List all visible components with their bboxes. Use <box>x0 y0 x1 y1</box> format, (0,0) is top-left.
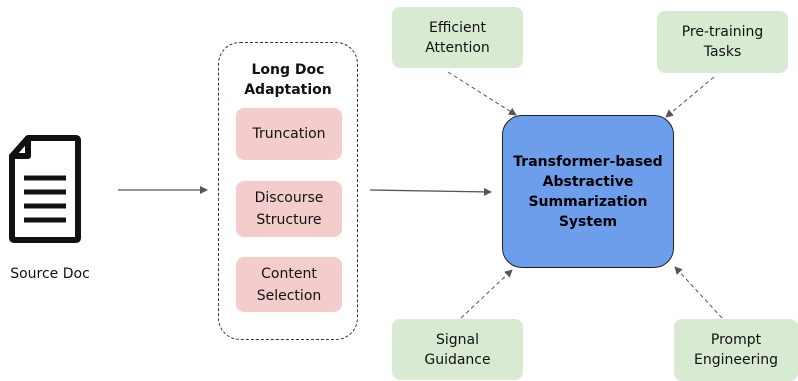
long-doc-adaptation-title: Long Doc Adaptation <box>244 62 332 98</box>
truncation-label: Truncation <box>252 126 326 142</box>
prompt-engineering-box: Prompt Engineering <box>674 319 798 381</box>
source-doc-label: Source Doc <box>10 266 90 282</box>
arrow-pretraining-tasks <box>665 76 715 118</box>
central-system-box: Transformer-based Abstractive Summarizat… <box>502 115 674 268</box>
pretraining-tasks-label: Pre-training Tasks <box>681 24 764 60</box>
central-system-label: Transformer-based Abstractive Summarizat… <box>513 153 663 230</box>
long-doc-adaptation-group <box>218 42 358 340</box>
discourse-structure-box: Discourse Structure <box>236 181 342 237</box>
arrow-efficient-attention <box>447 71 517 116</box>
efficient-attention-box: Efficient Attention <box>392 7 523 68</box>
discourse-structure-label: Discourse Structure <box>254 190 324 228</box>
efficient-attention-label: Efficient Attention <box>425 19 490 56</box>
arrow-signal-guidance <box>460 269 513 319</box>
arrow-prompt-engineering <box>674 266 723 319</box>
content-selection-box: Content Selection <box>236 257 342 312</box>
prompt-engineering-label: Prompt Engineering <box>694 332 778 368</box>
document-icon <box>9 135 81 243</box>
arrow-adaptation-to-system <box>369 187 492 196</box>
signal-guidance-label: Signal Guidance <box>424 331 491 368</box>
pretraining-tasks-box: Pre-training Tasks <box>657 11 788 73</box>
truncation-box: Truncation <box>236 108 342 160</box>
signal-guidance-box: Signal Guidance <box>392 319 523 380</box>
content-selection-label: Content Selection <box>256 265 322 304</box>
